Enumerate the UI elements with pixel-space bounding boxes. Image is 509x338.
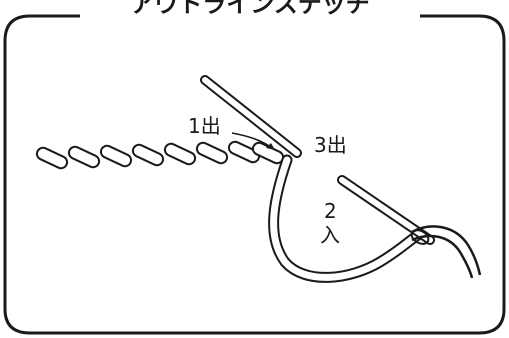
- stitch-5: [163, 142, 197, 166]
- stitch-4: [131, 143, 165, 167]
- label-two-number: 2: [324, 199, 337, 223]
- stitch-1: [35, 146, 69, 170]
- label-three-out: 3出: [314, 133, 347, 157]
- stitch-3: [99, 144, 133, 168]
- thread-tail: [410, 225, 482, 279]
- frame-border: [3, 14, 506, 335]
- completed-stitches: [35, 140, 285, 170]
- upper-needle: [200, 75, 302, 158]
- stitch-7: [227, 140, 261, 164]
- one-out-arrowhead: [266, 143, 275, 150]
- label-one-out: 1出: [188, 114, 221, 138]
- diagram-title: アウトラインステッチ: [130, 0, 370, 18]
- working-thread: [268, 154, 424, 283]
- stitch-2: [67, 145, 101, 169]
- label-two-in: 入: [320, 223, 340, 247]
- stitch-6: [195, 141, 229, 165]
